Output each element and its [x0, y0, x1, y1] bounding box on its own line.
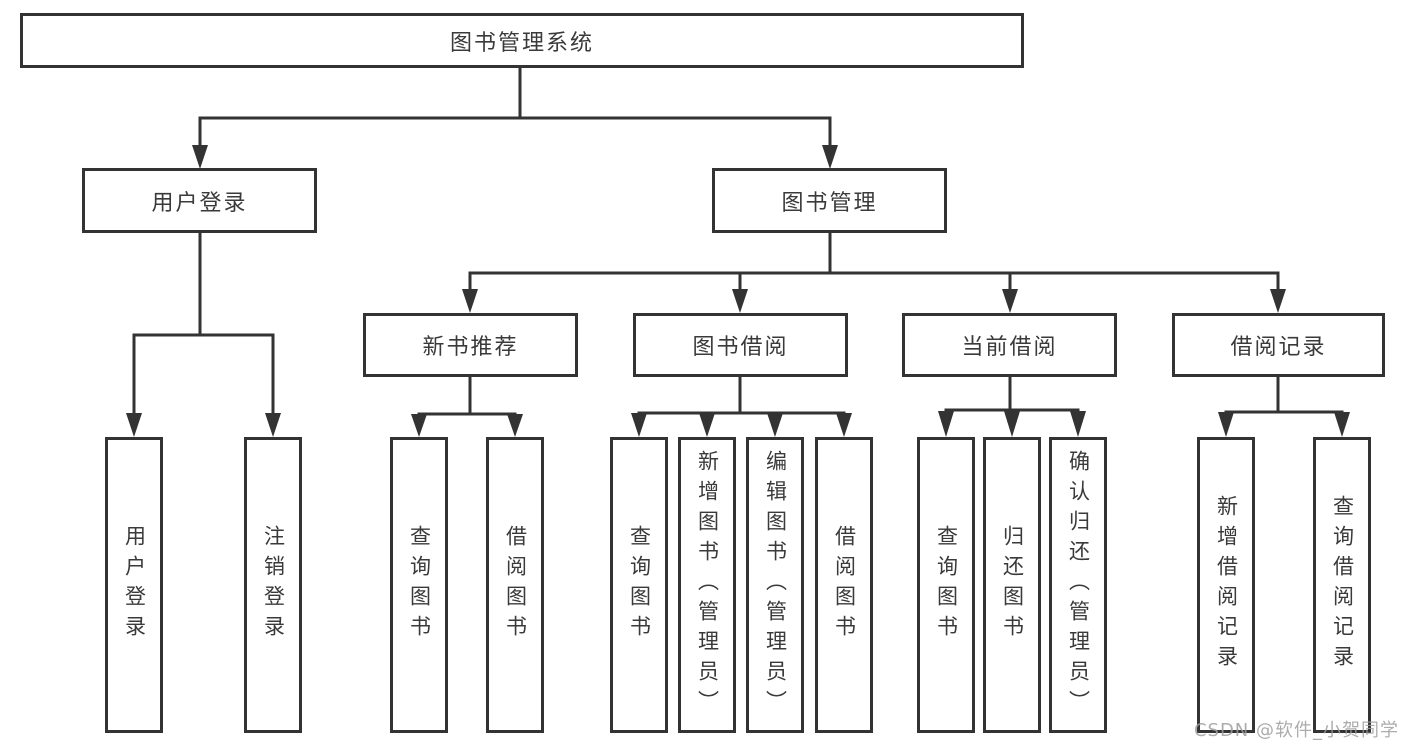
edge-book-borrow-to-leaves	[637, 375, 846, 416]
arrowheads-new-book-leaves	[411, 414, 523, 437]
edge-user-login-to-leaves	[132, 231, 275, 416]
leaf-query-books-recommend: 查询图书	[390, 437, 448, 733]
node-user-login: 用户登录	[82, 168, 317, 233]
leaf-borrow-books: 借阅图书	[815, 437, 873, 733]
leaf-query-borrow-record: 查询借阅记录	[1313, 437, 1371, 733]
arrowheads-borrow-records-leaves	[1218, 412, 1350, 437]
leaf-user-login: 用户登录	[105, 437, 163, 733]
leaf-return-books: 归还图书	[983, 437, 1041, 733]
node-label: 编辑图书（管理员）	[763, 450, 788, 720]
arrowheads-book-borrow-leaves	[631, 413, 852, 437]
leaf-borrow-books-recommend: 借阅图书	[486, 437, 544, 733]
edge-root-to-level2	[198, 66, 832, 148]
arrowheads-level2	[192, 145, 838, 169]
edge-book-management-to-level3	[468, 231, 1280, 292]
node-borrow-records: 借阅记录	[1172, 313, 1385, 377]
node-label: 图书管理	[781, 190, 878, 216]
leaf-add-books-admin: 新增图书（管理员）	[678, 437, 736, 733]
leaf-logout: 注销登录	[244, 437, 302, 733]
leaf-query-books-borrow: 查询图书	[610, 437, 668, 733]
node-label: 查询图书	[627, 525, 652, 645]
node-new-book-recommend: 新书推荐	[363, 313, 578, 377]
leaf-query-books-current: 查询图书	[917, 437, 975, 733]
node-book-management: 图书管理	[712, 168, 947, 233]
leaf-confirm-return-admin: 确认归还（管理员）	[1049, 437, 1107, 733]
node-label: 图书管理系统	[449, 30, 594, 56]
node-label: 查询借阅记录	[1330, 495, 1355, 675]
edge-current-borrow-to-leaves	[944, 375, 1080, 414]
node-label: 用户登录	[151, 190, 248, 216]
node-label: 查询图书	[934, 525, 959, 645]
node-label: 注销登录	[261, 525, 286, 645]
node-label: 新增借阅记录	[1214, 495, 1239, 675]
node-label: 新增图书（管理员）	[695, 450, 720, 720]
node-label: 新书推荐	[422, 335, 519, 360]
arrowheads-level3	[462, 289, 1286, 313]
arrowheads-group	[126, 145, 1350, 437]
node-label: 借阅图书	[503, 525, 528, 645]
node-label: 查询图书	[407, 525, 432, 645]
node-current-borrow: 当前借阅	[902, 313, 1117, 377]
leaf-edit-books-admin: 编辑图书（管理员）	[746, 437, 804, 733]
node-book-borrow: 图书借阅	[633, 313, 848, 377]
arrowheads-current-borrow-leaves	[938, 411, 1086, 437]
node-library-management-system: 图书管理系统	[20, 13, 1024, 68]
edge-new-book-to-leaves	[417, 375, 517, 417]
node-label: 借阅图书	[832, 525, 857, 645]
node-label: 借阅记录	[1230, 335, 1327, 360]
node-label: 用户登录	[122, 525, 147, 645]
node-label: 图书借阅	[692, 335, 789, 360]
node-label: 归还图书	[1000, 525, 1025, 645]
edge-borrow-records-to-leaves	[1224, 375, 1344, 415]
node-label: 确认归还（管理员）	[1066, 450, 1091, 720]
leaf-add-borrow-record: 新增借阅记录	[1197, 437, 1255, 733]
arrowheads-user-login-leaves	[126, 413, 281, 437]
node-label: 当前借阅	[961, 335, 1058, 360]
csdn-watermark: CSDN @软件_小贺同学	[1193, 720, 1399, 741]
